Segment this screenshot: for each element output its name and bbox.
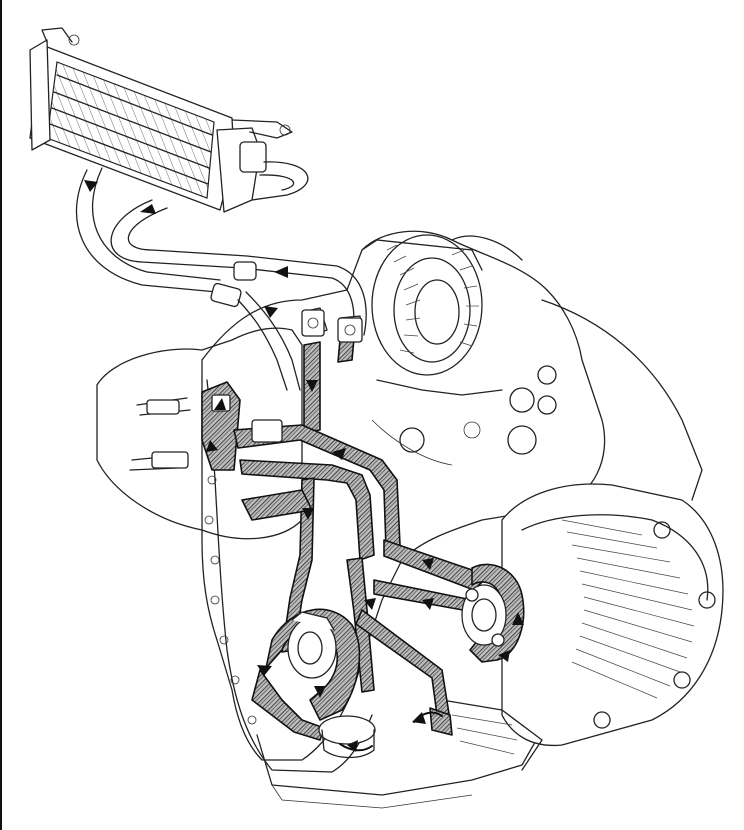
oil-filter bbox=[461, 584, 507, 647]
union-fittings bbox=[211, 309, 363, 443]
alternator bbox=[361, 234, 483, 376]
oil-cooler bbox=[29, 27, 293, 213]
cover-bolts bbox=[204, 475, 257, 725]
oil-pump bbox=[287, 611, 376, 759]
flow-arrows bbox=[84, 180, 524, 752]
engine-block bbox=[96, 230, 703, 809]
cylinder-head bbox=[441, 483, 724, 771]
